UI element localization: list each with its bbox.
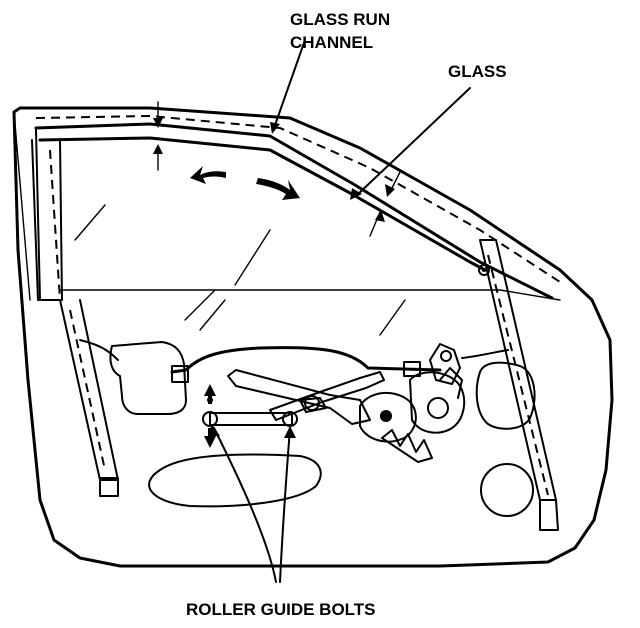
window-regulator xyxy=(227,343,466,463)
glass-run-channel xyxy=(35,114,561,283)
rear-guide-rail xyxy=(31,139,119,497)
service-openings xyxy=(109,341,536,517)
leader-lines xyxy=(208,39,471,583)
roller-guide-bolts-label: ROLLER GUIDE BOLTS xyxy=(186,600,376,619)
roller-guide xyxy=(202,384,298,448)
glass-label: GLASS xyxy=(448,62,507,81)
door-outer-panel xyxy=(12,106,614,568)
front-guide-rail xyxy=(478,239,559,531)
glass-run-channel-label-line1: GLASS RUN xyxy=(290,10,390,29)
gap-arrows xyxy=(153,101,401,237)
glass-lower-bracket xyxy=(170,346,442,383)
glass-run-channel-label-line2: CHANNEL xyxy=(290,33,373,52)
rotation-arrows xyxy=(190,166,300,200)
window-frame xyxy=(34,122,554,300)
regulator-cable xyxy=(79,339,119,361)
glass-pane xyxy=(38,136,561,336)
